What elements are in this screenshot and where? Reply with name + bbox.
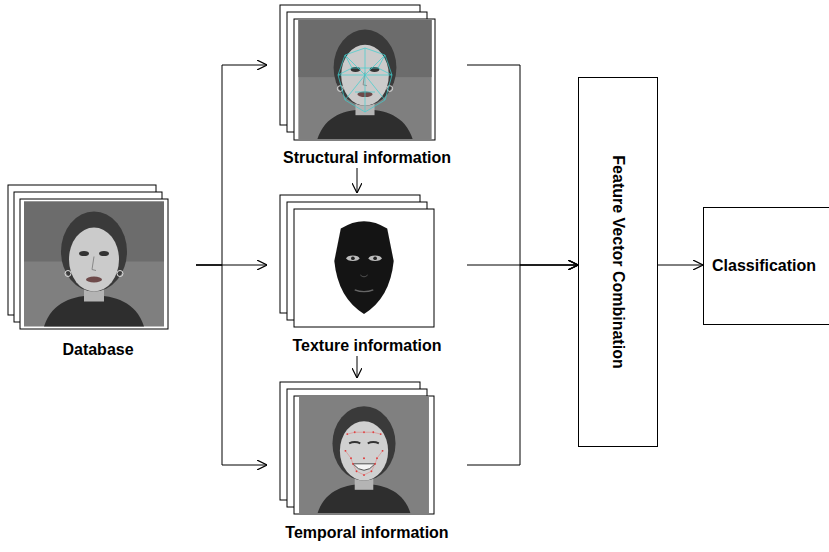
image-caption: Database: [0, 340, 196, 360]
flow-arrow: [467, 65, 578, 265]
flow-arrow: [658, 265, 703, 266]
box-label: Classification: [712, 256, 816, 276]
image-stack-node: Temporal information: [267, 378, 467, 543]
flow-arrow: [196, 65, 267, 265]
image-caption: Texture information: [267, 336, 467, 356]
image-stack-node: Texture information: [267, 193, 467, 356]
image-stack-node: Structural information: [267, 3, 467, 168]
box-label: Feature Vector Combination: [608, 155, 628, 368]
texture-image-stack: [280, 195, 434, 327]
database-image-stack: [8, 185, 168, 329]
process-box: Classification: [703, 207, 829, 325]
flow-arrow: [357, 356, 358, 378]
flow-arrow: [467, 265, 578, 465]
image-caption: Temporal information: [267, 523, 467, 543]
image-caption: Structural information: [267, 148, 467, 168]
temporal-image-stack: [280, 382, 434, 514]
structural-image-stack: [280, 5, 435, 140]
flow-arrow: [357, 168, 358, 193]
flow-arrow: [196, 265, 267, 465]
image-stack-node: Database: [0, 183, 196, 360]
process-box: Feature Vector Combination: [578, 77, 658, 447]
